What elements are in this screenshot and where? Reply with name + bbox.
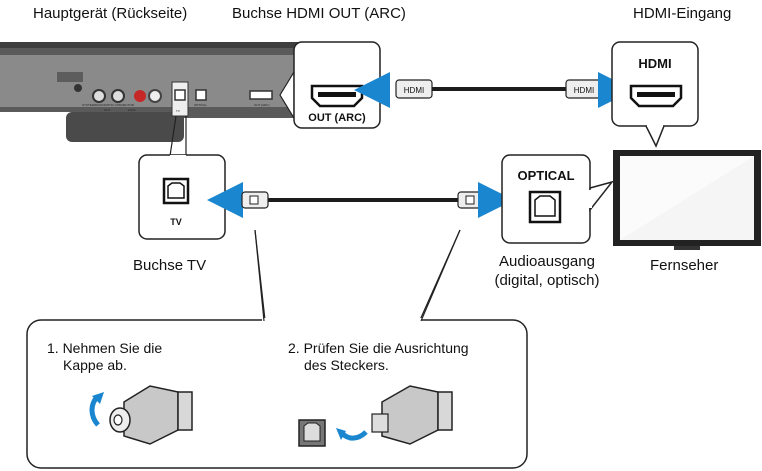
hdmi-out-jack-label: Buchse HDMI OUT (ARC): [232, 5, 406, 22]
step2-illustration: [298, 385, 453, 447]
step2-text-line2: des Steckers.: [304, 357, 389, 373]
hdmi-input-callout: HDMI: [611, 41, 699, 148]
hdmi-out-big-label: OUT (ARC): [308, 112, 366, 124]
panel-label-out: OUT: [104, 108, 111, 112]
red-jack: [134, 90, 146, 102]
step1-text-line2: Kappe ab.: [63, 357, 127, 373]
optical-big-label: OPTICAL: [517, 168, 574, 183]
panel-label-connector: SYSTEM/DIAGNOSTIC CONNECTOR: [82, 103, 135, 107]
step2-text-line1: 2. Prüfen Sie die Ausrichtung: [288, 340, 469, 356]
tv-set-label: Fernseher: [650, 257, 719, 274]
tv-jack-small-label: TV: [170, 217, 182, 227]
audio-output-label-line1: Audioausgang: [499, 253, 595, 270]
hdmi-plug-left-label: HDMI: [404, 86, 424, 95]
optical-output-callout: OPTICAL: [501, 154, 614, 244]
step1-text-line1: 1. Nehmen Sie die: [47, 340, 163, 356]
tv-jack-label: Buchse TV: [133, 257, 207, 274]
optical-cable: [207, 182, 514, 218]
panel-label-tv: TV: [176, 109, 180, 113]
panel-label-optical: OPTICAL: [194, 103, 207, 107]
tv-set: [613, 150, 761, 250]
hdmi-tv-big-label: HDMI: [638, 56, 671, 71]
soundbar-stand: [66, 112, 184, 142]
hdmi-out-callout: OUT (ARC): [293, 41, 381, 129]
soundbar-device: SYSTEM/DIAGNOSTIC CONNECTOR OUT AUX1 TV …: [0, 42, 300, 142]
panel-label-aux1: AUX1: [128, 108, 136, 112]
panel-label-out-arc: OUT (ARC): [254, 103, 269, 107]
hdmi-cable: HDMI HDMI: [354, 72, 634, 108]
step1-illustration: [89, 385, 193, 445]
audio-output-label-line2: (digital, optisch): [494, 272, 600, 289]
main-unit-label: Hauptgerät (Rückseite): [33, 5, 188, 22]
hdmi-input-label: HDMI-Eingang: [633, 5, 732, 22]
hdmi-plug-right-label: HDMI: [574, 86, 594, 95]
tv-stand: [674, 246, 700, 250]
